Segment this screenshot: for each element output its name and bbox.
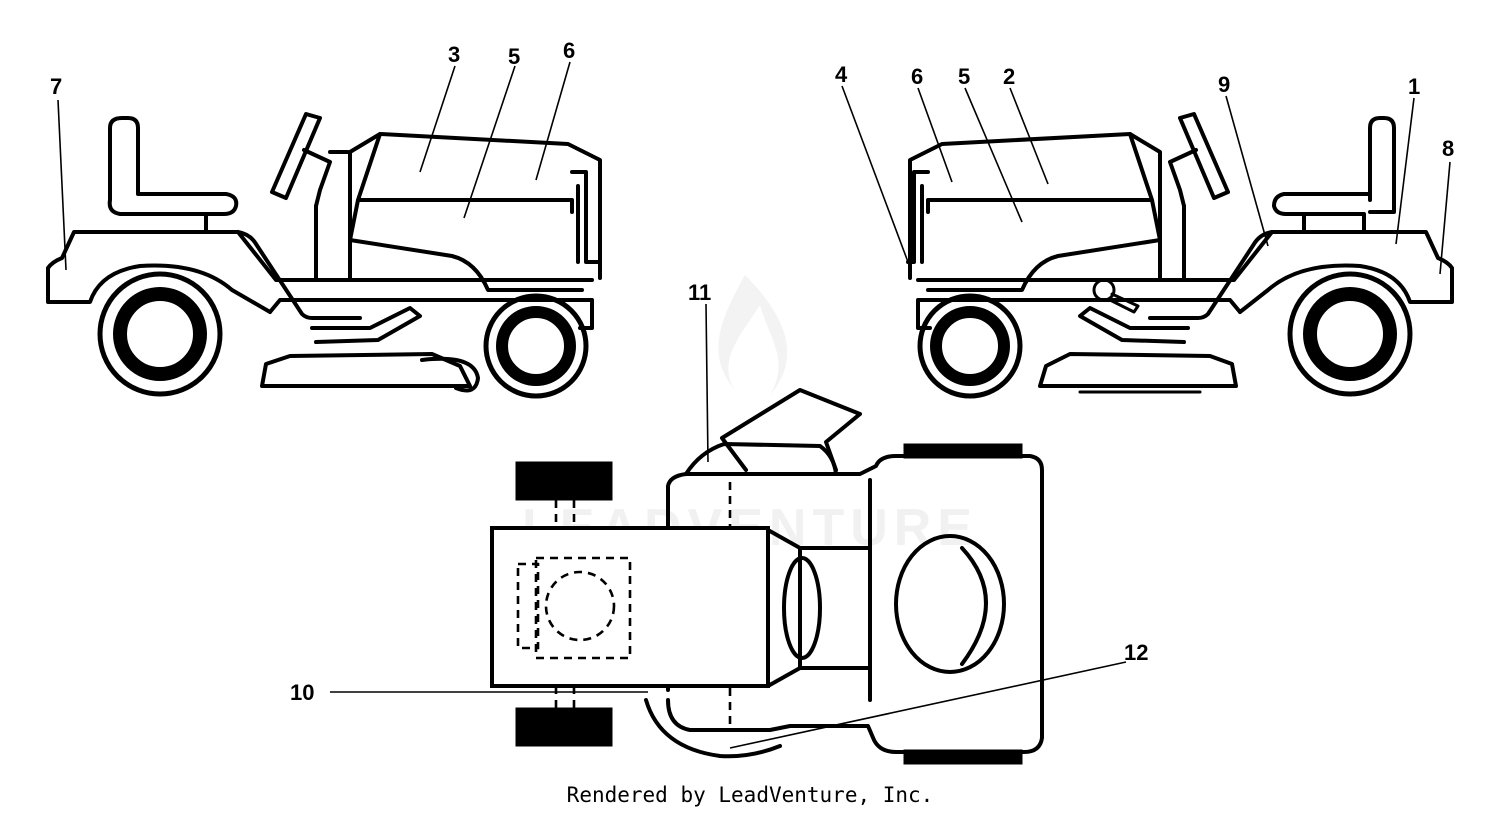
callout-9: 9 bbox=[1218, 72, 1230, 97]
callout-6-left: 6 bbox=[563, 38, 575, 63]
callout-3: 3 bbox=[448, 42, 460, 67]
callout-7: 7 bbox=[50, 74, 62, 99]
callout-11: 11 bbox=[688, 280, 711, 305]
callout-5-right: 5 bbox=[958, 64, 970, 89]
callout-8: 8 bbox=[1442, 136, 1454, 161]
callout-6-right: 6 bbox=[911, 64, 923, 89]
callout-2: 2 bbox=[1003, 64, 1015, 89]
callout-10: 10 bbox=[290, 680, 314, 705]
callout-12: 12 bbox=[1124, 640, 1148, 665]
left-side-view bbox=[46, 112, 602, 399]
callout-1: 1 bbox=[1408, 74, 1420, 99]
right-side-view bbox=[906, 112, 1454, 399]
top-view bbox=[490, 388, 1044, 765]
leader-lines bbox=[57, 61, 1451, 749]
callouts: 7 3 5 6 4 6 5 2 9 1 8 11 10 12 bbox=[50, 38, 1454, 705]
callout-5-left: 5 bbox=[508, 44, 520, 69]
callout-4: 4 bbox=[835, 62, 848, 87]
footer-credit: Rendered by LeadVenture, Inc. bbox=[566, 783, 934, 807]
